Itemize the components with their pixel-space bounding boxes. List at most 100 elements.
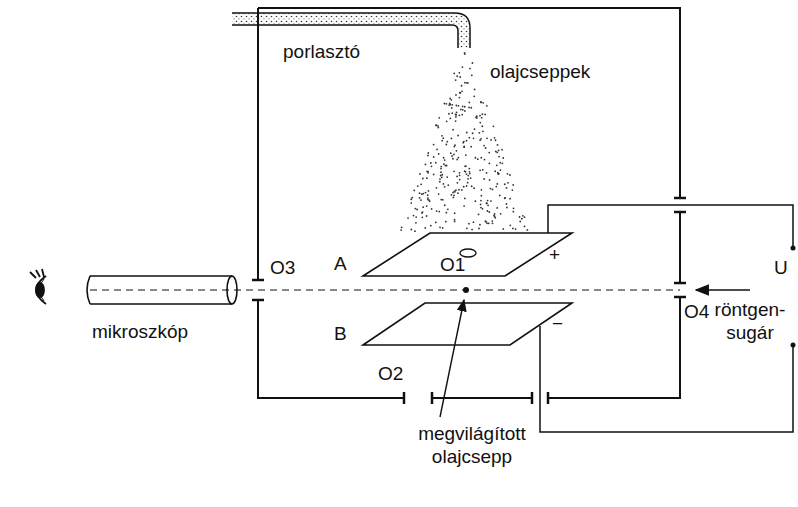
spray-dot [430, 162, 432, 164]
spray-dot [455, 105, 457, 107]
spray-dot [443, 183, 445, 185]
opening-label: O4 [684, 300, 709, 323]
spray-dot [441, 135, 443, 137]
spray-dot [496, 207, 498, 209]
spray-dot [451, 155, 453, 157]
spray-dot [463, 186, 465, 188]
spray-dot [452, 129, 454, 131]
spray-dot [436, 210, 438, 212]
spray-dot [466, 82, 468, 84]
plate-b [363, 303, 572, 345]
spray-dot [449, 117, 451, 119]
spray-dot [415, 216, 417, 218]
spray-dot [433, 174, 435, 176]
spray-dot [464, 52, 466, 54]
spray-dot [495, 139, 497, 141]
spray-dot [441, 174, 443, 176]
spray-dot [427, 197, 429, 199]
spray-dot [453, 146, 455, 148]
spray-dot [485, 147, 487, 149]
spray-dot [446, 141, 448, 143]
spray-dot [466, 227, 468, 229]
spray-dot [479, 115, 481, 117]
spray-dot [424, 227, 426, 229]
terminal [791, 343, 796, 348]
spray-dot [451, 104, 453, 106]
spray-dot [489, 188, 491, 190]
spray-dot [494, 216, 496, 218]
spray-dot [499, 195, 501, 197]
spray-dot [444, 186, 446, 188]
spray-dot [459, 76, 461, 78]
spray-dot [442, 199, 444, 201]
spray-dot [504, 197, 506, 199]
spray-dot [464, 82, 466, 84]
spray-dot [494, 170, 496, 172]
xray-arrow [696, 289, 750, 291]
spray-dot [463, 141, 465, 143]
spray-dot [464, 170, 466, 172]
spray-dot [463, 146, 465, 148]
spray-dot [459, 92, 461, 94]
spray-dot [466, 140, 468, 142]
spray-dot [426, 215, 428, 217]
spray-dot [509, 198, 511, 200]
spray-dot [419, 192, 421, 194]
spray-dot [441, 176, 443, 178]
spray-dot [476, 117, 478, 119]
spray-dot [416, 209, 418, 211]
spray-dot [454, 219, 456, 221]
spray-dot [485, 221, 487, 223]
spray-dot [478, 228, 480, 230]
spray-dot [422, 206, 424, 208]
spray-dot [446, 120, 448, 122]
spray-dot [448, 104, 450, 106]
spray-dot [464, 106, 466, 108]
opening-label: O2 [378, 362, 403, 385]
spray-dot [420, 183, 422, 185]
spray-dot [456, 159, 458, 161]
spray-dot [483, 145, 485, 147]
spray-dot [473, 95, 475, 97]
spray-dot [473, 137, 475, 139]
spray-dot [482, 130, 484, 132]
spray-dot [506, 207, 508, 209]
spray-dot [441, 140, 443, 142]
spray-dot [490, 200, 492, 202]
spray-dot [422, 193, 424, 195]
spray-dot [486, 202, 488, 204]
spray-dot [437, 127, 439, 129]
spray-dot [451, 112, 453, 114]
spray-dot [474, 200, 476, 202]
spray-dot [453, 170, 455, 172]
spray-dot [464, 165, 466, 167]
spray-dot [413, 189, 415, 191]
spray-dot [474, 128, 476, 130]
part-label: olajcseppek [490, 60, 590, 83]
spray-dot [475, 116, 477, 118]
spray-dot [526, 229, 528, 231]
ray-label: röntgen- sugár [709, 298, 791, 344]
spray-dot [493, 215, 495, 217]
spray-dot [521, 218, 523, 220]
spray-dot [461, 114, 463, 116]
spray-dot [430, 225, 432, 227]
spray-dot [413, 215, 415, 217]
polarity-sign: + [549, 243, 560, 266]
spray-dot [410, 198, 412, 200]
spray-dot [480, 102, 482, 104]
spray-dot [401, 227, 403, 229]
spray-dot [414, 230, 416, 232]
spray-dot [407, 217, 409, 219]
spray-dot [501, 149, 503, 151]
spray-dot [467, 175, 469, 177]
spray-dot [471, 185, 473, 187]
spray-dot [420, 199, 422, 201]
spray-dot [498, 173, 500, 175]
spray-dot [482, 208, 484, 210]
spray-dot [501, 162, 503, 164]
spray-dot [451, 107, 453, 109]
spray-dot [519, 216, 521, 218]
spray-dot [426, 205, 428, 207]
spray-dot [410, 229, 412, 231]
